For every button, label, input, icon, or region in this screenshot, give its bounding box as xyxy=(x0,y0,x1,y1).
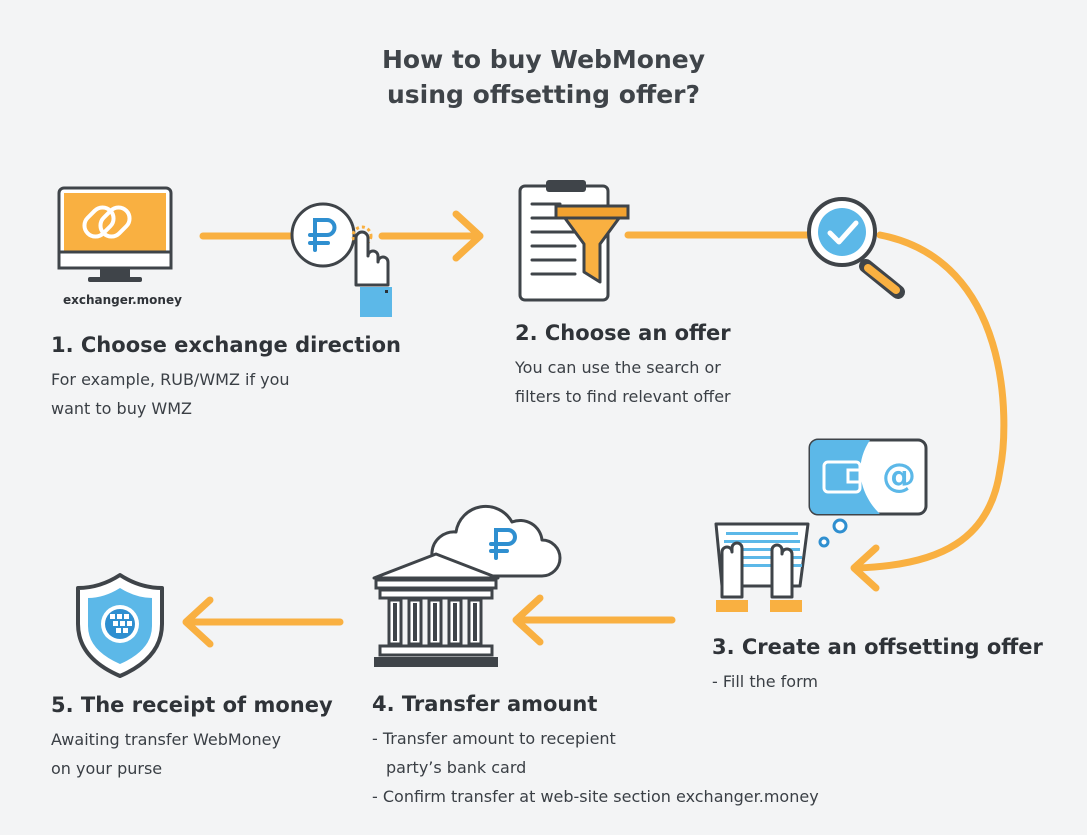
magnifier-check-icon xyxy=(807,197,905,299)
page-title: How to buy WebMoney using offsetting off… xyxy=(0,42,1087,112)
arrow-step3-to-step4 xyxy=(512,594,676,646)
step-4-text-line-2: party’s bank card xyxy=(386,758,527,777)
flow-arrows xyxy=(182,210,1008,648)
monitor-icon xyxy=(57,186,173,282)
step-4-description: - Transfer amount to recepient party’s b… xyxy=(372,724,819,811)
step-1-text-line-2: want to buy WMZ xyxy=(51,399,192,418)
step-2-text-line-2: filters to find relevant offer xyxy=(515,387,731,406)
step-1-heading: 1. Choose exchange direction xyxy=(51,333,401,357)
step-4-text-line-3: - Confirm transfer at web-site section e… xyxy=(372,787,819,806)
cloud-ruble-icon xyxy=(430,504,562,578)
bank-building-icon xyxy=(372,552,500,667)
tap-hand-icon xyxy=(351,225,392,317)
monitor-screen-label: exchanger.money xyxy=(63,293,182,307)
step-2-text-line-1: You can use the search or xyxy=(515,358,721,377)
step-5-heading: 5. The receipt of money xyxy=(51,693,333,717)
chain-link-icon xyxy=(82,205,132,239)
keyboard-typing-icon xyxy=(714,522,810,612)
step-4-text-line-1: - Transfer amount to recepient xyxy=(372,729,616,748)
step-5-text-line-2: on your purse xyxy=(51,759,163,778)
step-4-heading: 4. Transfer amount xyxy=(372,692,598,716)
step-5-text-line-1: Awaiting transfer WebMoney xyxy=(51,730,281,749)
webmoney-shield-icon xyxy=(76,573,164,678)
step-5-description: Awaiting transfer WebMoney on your purse xyxy=(51,725,281,783)
clipboard-filter-icon xyxy=(518,180,630,302)
step-1-description: For example, RUB/WMZ if you want to buy … xyxy=(51,365,290,423)
title-line-2: using offsetting offer? xyxy=(387,80,700,109)
step-3-description: - Fill the form xyxy=(712,667,818,696)
arrow-step2-to-step3 xyxy=(624,231,1008,592)
step-1-text-line-1: For example, RUB/WMZ if you xyxy=(51,370,290,389)
svg-text:@: @ xyxy=(882,456,916,496)
step-3-heading: 3. Create an offsetting offer xyxy=(712,635,1043,659)
wallet-email-bubble-icon: @ xyxy=(808,438,928,548)
step-2-heading: 2. Choose an offer xyxy=(515,321,731,345)
step-3-text-line-1: - Fill the form xyxy=(712,672,818,691)
step-2-description: You can use the search or filters to fin… xyxy=(515,353,731,411)
arrow-step1-to-step2 xyxy=(199,210,484,262)
ruble-coin-icon xyxy=(290,202,356,268)
arrow-step4-to-step5 xyxy=(182,596,344,648)
title-line-1: How to buy WebMoney xyxy=(381,45,706,74)
